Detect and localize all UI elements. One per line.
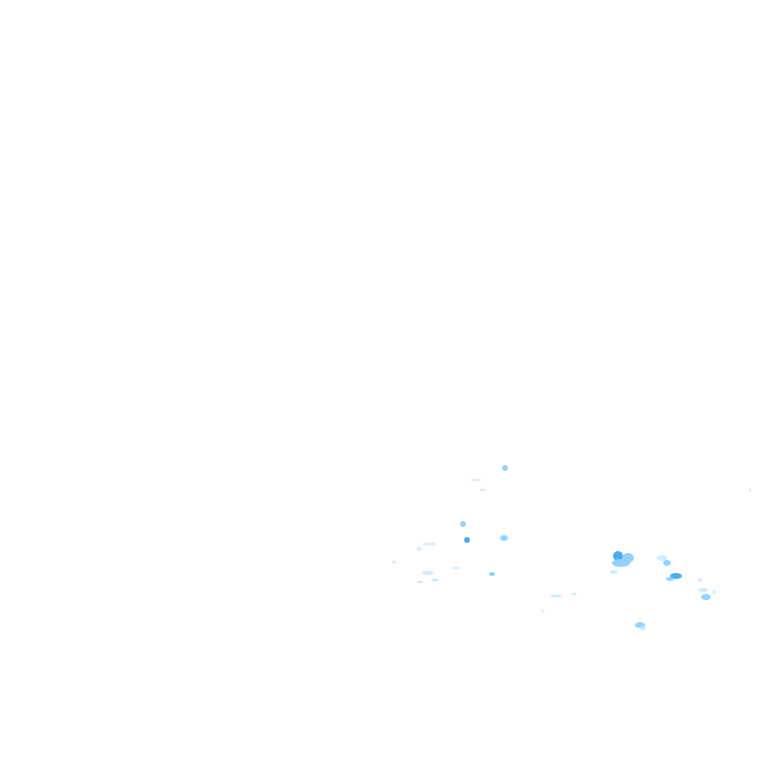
radar-echo [749, 488, 751, 492]
radar-echo [423, 542, 435, 546]
radar-echo [452, 566, 460, 570]
radar-echo [422, 571, 434, 575]
radar-echo [571, 593, 577, 595]
radar-echo [670, 573, 682, 579]
radar-echo [663, 560, 671, 566]
radar-echo [431, 578, 439, 582]
radar-echo [464, 537, 470, 543]
radar-echo-group [392, 465, 751, 630]
radar-echo [541, 609, 545, 613]
radar-echo [701, 594, 711, 600]
radar-echo [489, 572, 495, 576]
radar-echo [480, 489, 486, 491]
radar-echo [500, 535, 508, 541]
radar-echo [640, 626, 646, 630]
radar-echo [712, 590, 716, 594]
radar-echo [610, 570, 618, 574]
radar-echo [657, 555, 667, 561]
radar-echo [550, 594, 562, 598]
radar-echo [471, 479, 481, 481]
radar-echo [666, 577, 674, 581]
radar-echo [613, 551, 623, 561]
radar-echo [417, 580, 423, 584]
radar-echo [460, 521, 466, 527]
radar-echo [417, 547, 421, 551]
radar-echo [697, 578, 703, 582]
radar-echo [612, 559, 630, 567]
radar-echo [392, 560, 396, 564]
radar-echo [502, 465, 508, 471]
radar-echo [698, 588, 708, 592]
